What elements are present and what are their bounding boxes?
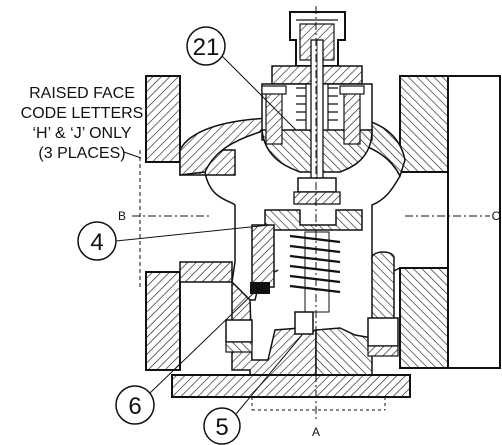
callout-4-leader — [115, 224, 271, 242]
callout-5-label: 5 — [215, 414, 228, 441]
right-flange — [399, 75, 501, 369]
callout-21-label: 21 — [193, 34, 220, 61]
callout-21-bubble — [186, 26, 226, 66]
callout-5-bubble — [203, 407, 241, 445]
callout-21: 21 — [186, 26, 297, 131]
main-spring — [289, 234, 341, 294]
bonnet-assembly — [261, 11, 373, 191]
note-leader — [123, 151, 142, 159]
note-line-2: CODE LETTERS — [21, 105, 144, 122]
callout-4-label: 4 — [90, 229, 103, 256]
callout-5: 5 — [203, 334, 303, 445]
valve-trim — [225, 177, 399, 357]
note-line-3: ‘H’ & ‘J’ ONLY — [33, 125, 132, 142]
port-label-c: C — [492, 209, 501, 223]
raised-face-note: RAISED FACE CODE LETTERS ‘H’ & ‘J’ ONLY … — [21, 85, 144, 162]
centerlines — [132, 6, 490, 420]
port-label-a: A — [312, 425, 320, 439]
callout-6-label: 6 — [128, 393, 141, 420]
callout-21-leader — [221, 55, 297, 131]
note-line-1: RAISED FACE — [29, 85, 135, 102]
callout-5-leader — [235, 334, 303, 415]
callout-6-bubble — [115, 385, 155, 425]
port-label-b: B — [118, 209, 126, 223]
callout-6-leader — [149, 286, 261, 394]
left-flange — [139, 75, 236, 371]
callout-4: 4 — [77, 221, 271, 261]
callout-6: 6 — [115, 286, 261, 425]
note-line-4: (3 PLACES) — [38, 145, 125, 162]
